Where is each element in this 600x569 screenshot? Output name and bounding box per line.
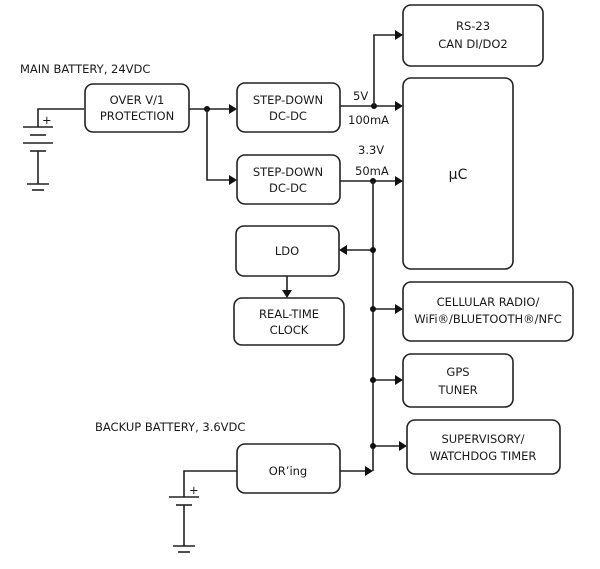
svg-text:RS-23: RS-23 bbox=[456, 19, 490, 33]
step-down-dcdc-3v3-block: STEP-DOWN DC-DC bbox=[236, 154, 341, 205]
svg-text:CELLULAR RADIO/: CELLULAR RADIO/ bbox=[437, 295, 540, 309]
svg-text:CAN DI/DO2: CAN DI/DO2 bbox=[438, 37, 508, 51]
svg-text:LDO: LDO bbox=[275, 244, 299, 258]
voltage-3v3-label: 3.3V bbox=[358, 143, 384, 157]
svg-text:SUPERVISORY/: SUPERVISORY/ bbox=[441, 432, 524, 446]
arrow-to-cellular bbox=[395, 304, 403, 314]
arrow-to-ldo bbox=[339, 245, 347, 255]
svg-text:WiFi®/BLUETOOTH®/NFC: WiFi®/BLUETOOTH®/NFC bbox=[414, 312, 562, 326]
backup-battery-plus: + bbox=[189, 483, 199, 497]
arrow-to-bus bbox=[365, 466, 373, 476]
oring-block: OR’ing bbox=[236, 443, 341, 494]
gps-tuner-block: GPS TUNER bbox=[402, 353, 514, 408]
svg-text:TUNER: TUNER bbox=[437, 383, 477, 397]
svg-text:OVER V/1: OVER V/1 bbox=[110, 93, 165, 107]
backup-battery-symbol: + bbox=[169, 470, 237, 553]
arrow-to-stepdown2 bbox=[229, 175, 237, 185]
step-down-dcdc-5v-block: STEP-DOWN DC-DC bbox=[236, 82, 341, 133]
current-100ma-label: 100mA bbox=[348, 113, 389, 127]
current-50ma-label: 50mA bbox=[355, 164, 389, 178]
svg-text:REAL-TIME: REAL-TIME bbox=[259, 307, 319, 321]
main-battery-plus: + bbox=[42, 113, 52, 127]
arrow-to-supervisory bbox=[399, 441, 407, 451]
svg-text:CLOCK: CLOCK bbox=[270, 323, 309, 337]
main-battery-label: MAIN BATTERY, 24VDC bbox=[20, 62, 150, 76]
svg-text:STEP-DOWN: STEP-DOWN bbox=[253, 93, 323, 107]
junction-dot bbox=[370, 377, 376, 383]
voltage-5v-label: 5V bbox=[353, 89, 368, 103]
junction-dot bbox=[370, 443, 376, 449]
supervisory-watchdog-block: SUPERVISORY/ WATCHDOG TIMER bbox=[406, 419, 561, 475]
junction-dot bbox=[370, 306, 376, 312]
arrow-to-rs bbox=[395, 30, 403, 40]
cellular-radio-block: CELLULAR RADIO/ WiFi®/BLUETOOTH®/NFC bbox=[402, 281, 574, 342]
svg-text:WATCHDOG TIMER: WATCHDOG TIMER bbox=[430, 449, 537, 463]
svg-text:DC-DC: DC-DC bbox=[269, 181, 307, 195]
arrow-to-stepdown1 bbox=[229, 104, 237, 114]
svg-text:GPS: GPS bbox=[446, 365, 469, 379]
backup-battery-label: BACKUP BATTERY, 3.6VDC bbox=[95, 420, 245, 434]
junction-dot bbox=[370, 247, 376, 253]
svg-text:OR’ing: OR’ing bbox=[269, 464, 307, 478]
svg-text:DC-DC: DC-DC bbox=[269, 109, 307, 123]
ldo-block: LDO bbox=[235, 225, 340, 277]
arrow-to-gps bbox=[395, 375, 403, 385]
arrow-to-rtc bbox=[282, 290, 292, 298]
over-voltage-protection-block: OVER V/1 PROTECTION bbox=[84, 83, 190, 133]
microcontroller-block: µC bbox=[402, 77, 514, 270]
rs-can-block: RS-23 CAN DI/DO2 bbox=[402, 4, 544, 67]
arrow-to-uc-5v bbox=[395, 101, 403, 111]
svg-text:µC: µC bbox=[449, 167, 468, 183]
real-time-clock-block: REAL-TIME CLOCK bbox=[233, 297, 345, 346]
arrow-to-uc-3v3 bbox=[395, 176, 403, 186]
main-battery-symbol: + bbox=[23, 108, 84, 191]
svg-text:STEP-DOWN: STEP-DOWN bbox=[253, 165, 323, 179]
svg-text:PROTECTION: PROTECTION bbox=[100, 109, 174, 123]
